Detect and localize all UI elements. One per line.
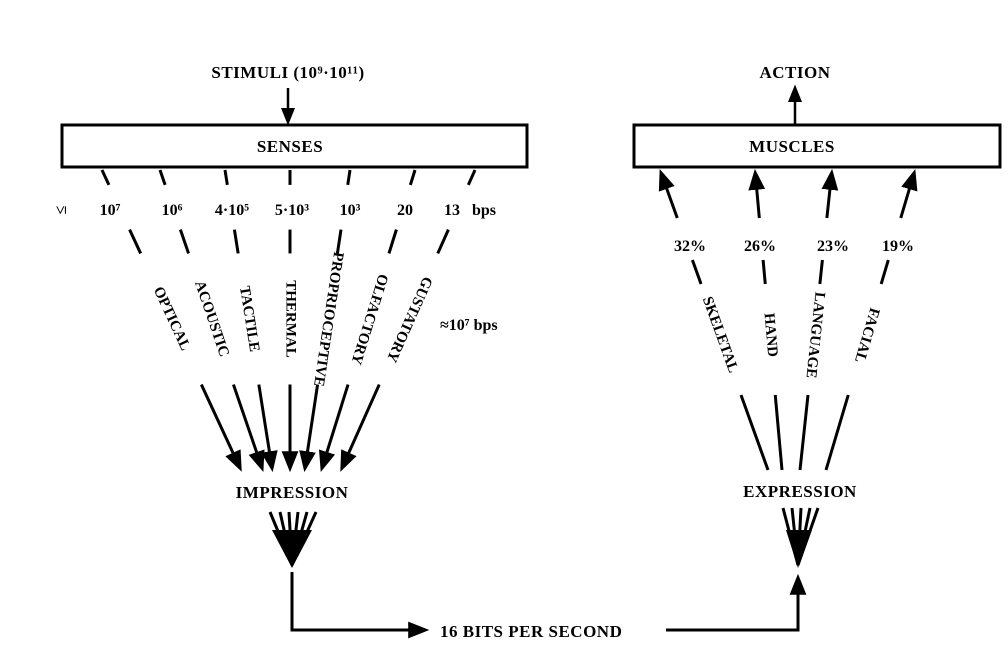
expression-funnel-icon [781, 507, 820, 568]
channel-label: 16 BITS PER SECOND [440, 622, 622, 641]
sense-arrow [232, 384, 265, 472]
sense-line [232, 229, 240, 254]
sense-arrow [199, 383, 242, 472]
total-input-rate: ≈10⁷ bps [440, 317, 498, 334]
output-share-label: 19% [882, 238, 914, 255]
output-line [798, 394, 810, 471]
sense-name-label: OLFACTORY [347, 272, 390, 367]
action-label: ACTION [759, 63, 830, 82]
output-line [818, 259, 824, 285]
sense-name-label: ACOUSTIC [191, 279, 232, 359]
sense-rates: 10⁷ 10⁶ 4·10⁵ 5·10³ 10³ 20 13 [100, 202, 460, 219]
sense-stub [158, 169, 167, 186]
senses-box [60, 123, 529, 169]
output-line [879, 259, 890, 285]
sense-rate-label: 10⁶ [162, 202, 183, 219]
senses-box-label: SENSES [257, 137, 323, 156]
output-channels: SKELETAL HAND LANGUAGE FACIAL [658, 168, 918, 471]
sense-rate-label: 5·10³ [275, 202, 309, 219]
sense-stub [466, 169, 477, 186]
stimuli-label: STIMULI (10⁹·10¹¹) [211, 63, 364, 82]
output-name-label: SKELETAL [699, 295, 741, 375]
sense-name-label: PROPRIOCEPTIVE [310, 251, 346, 388]
sense-line [387, 229, 398, 254]
funnel-tip [786, 530, 812, 568]
channel-line-right [666, 573, 807, 632]
sense-name-label: THERMAL [283, 280, 299, 358]
funnel-tip [272, 530, 312, 568]
output-line [824, 394, 850, 471]
sense-arrow [299, 384, 320, 473]
output-share-label: 32% [674, 238, 706, 255]
output-name-label: HAND [760, 312, 780, 358]
output-name-label: FACIAL [851, 306, 882, 365]
output-name-label: LANGUAGE [802, 291, 827, 379]
output-arrow [748, 168, 766, 219]
sense-rate-label: 4·10⁵ [215, 202, 249, 219]
sense-rate-label: 20 [397, 202, 413, 219]
output-line [690, 259, 703, 285]
muscles-box-label: MUSCLES [749, 137, 835, 156]
sense-line [178, 229, 190, 254]
sense-line [436, 228, 450, 255]
sense-arrow [257, 384, 278, 473]
sense-rate-prefix: ≤ [53, 205, 70, 214]
sense-line [128, 228, 143, 255]
expression-label: EXPRESSION [743, 482, 857, 501]
sense-line [335, 229, 343, 254]
channel-line-left [290, 572, 430, 639]
sense-stub [346, 169, 352, 186]
sense-rate-label: 10⁷ [100, 202, 121, 219]
sense-arrow [318, 384, 350, 473]
muscles-box [632, 123, 1002, 169]
sense-stub [100, 169, 111, 186]
sense-stub [223, 169, 229, 186]
output-arrow [899, 168, 918, 219]
output-shares: 32% 26% 23% 19% [674, 238, 914, 255]
output-share-label: 26% [744, 238, 776, 255]
sense-arrow [340, 383, 381, 472]
impression-label: IMPRESSION [236, 483, 349, 502]
sense-stub [408, 169, 417, 186]
impression-funnel-icon [268, 511, 318, 568]
sense-name-label: TACTILE [236, 285, 262, 353]
output-line [739, 394, 770, 471]
output-line [773, 394, 784, 471]
output-arrow [658, 169, 679, 219]
sense-unit-label: bps [472, 202, 496, 219]
output-line [761, 259, 767, 285]
output-share-label: 23% [817, 238, 849, 255]
output-arrow [821, 168, 839, 219]
sense-name-label: OPTICAL [150, 284, 193, 353]
sense-name-label: GUSTATORY [383, 274, 435, 365]
sense-rate-label: 13 [444, 202, 460, 219]
sense-rate-label: 10³ [340, 202, 361, 219]
